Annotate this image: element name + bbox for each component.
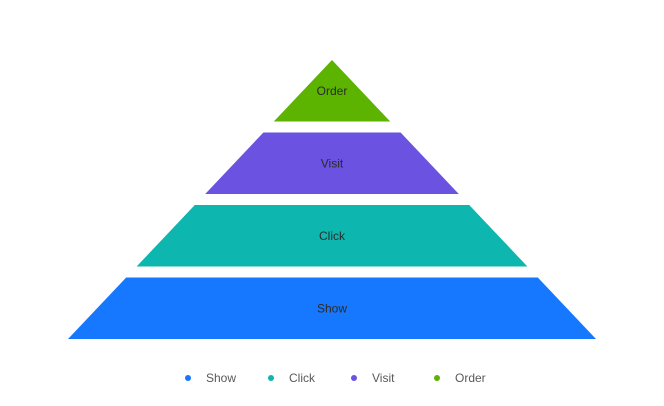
legend-label-show: Show [206, 371, 236, 385]
pyramid-segment-show[interactable] [68, 277, 596, 340]
legend-item-click[interactable]: Click [268, 371, 316, 385]
pyramid-label-show: Show [317, 301, 347, 315]
pyramid-label-order: Order [317, 84, 348, 98]
pyramid-label-click: Click [319, 229, 346, 243]
pyramid-segment-visit[interactable] [205, 132, 459, 195]
legend-marker-order [434, 375, 440, 381]
pyramid-segment-click[interactable] [136, 205, 528, 267]
legend-label-visit: Visit [372, 371, 395, 385]
legend-item-show[interactable]: Show [185, 371, 236, 385]
legend-marker-show [185, 375, 191, 381]
legend-label-click: Click [289, 371, 316, 385]
legend-marker-click [268, 375, 274, 381]
pyramid-segment-order[interactable] [273, 60, 391, 122]
pyramid-label-visit: Visit [321, 156, 344, 170]
legend-item-visit[interactable]: Visit [351, 371, 395, 385]
legend-marker-visit [351, 375, 357, 381]
legend-label-order: Order [455, 371, 486, 385]
legend-item-order[interactable]: Order [434, 371, 486, 385]
